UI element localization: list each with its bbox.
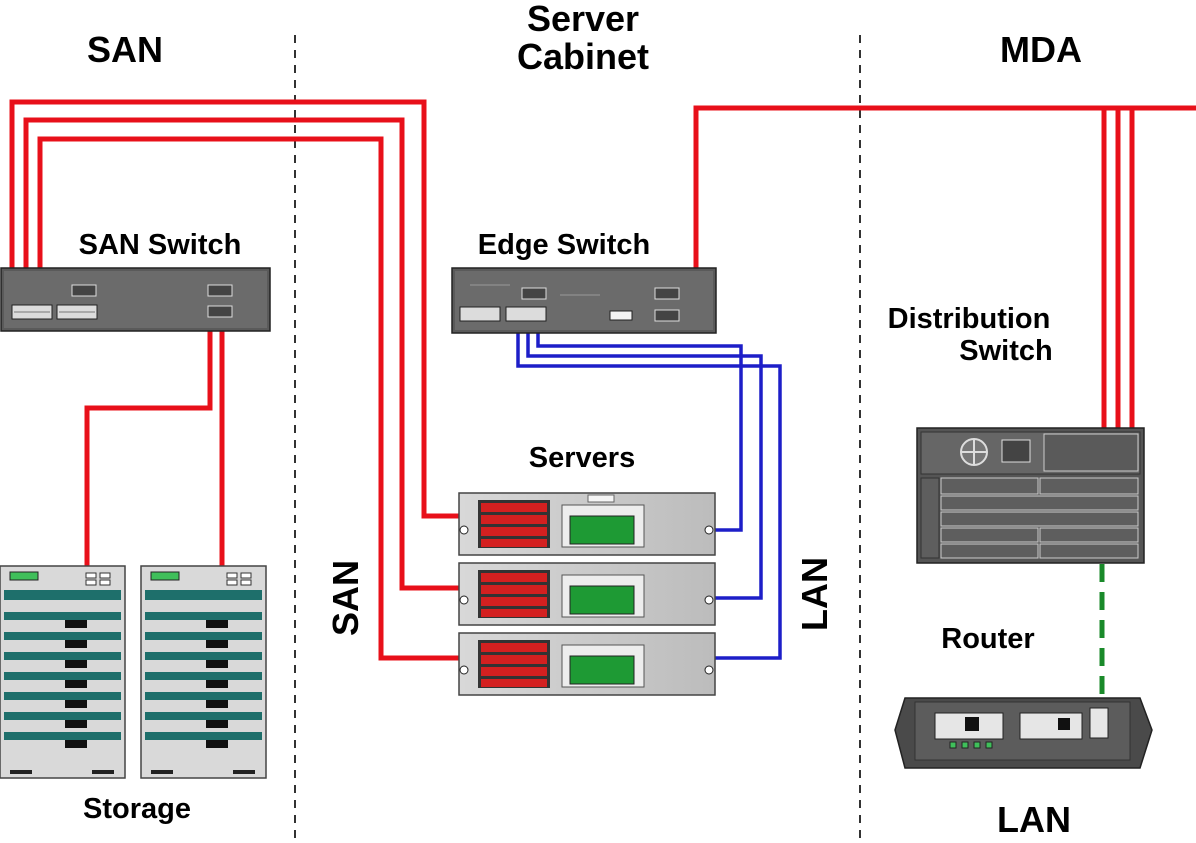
san-vertical-label: SAN xyxy=(325,560,366,636)
storage-array-2 xyxy=(140,565,267,779)
zone-title-san: SAN xyxy=(87,29,163,70)
san-link-server-2 xyxy=(23,117,462,591)
router xyxy=(894,697,1153,769)
lan-bottom-label: LAN xyxy=(997,799,1071,840)
san-switch-label: SAN Switch xyxy=(79,229,242,261)
lan-links xyxy=(516,310,782,660)
distribution-switch-label-line1: Distribution xyxy=(888,303,1051,335)
zone-title-server-cabinet-line1: Server xyxy=(527,0,639,39)
uplink-edge-to-mda xyxy=(693,105,1196,288)
lan-link-server-2 xyxy=(526,310,763,600)
router-label: Router xyxy=(941,623,1034,655)
zone-title-mda: MDA xyxy=(1000,29,1082,70)
lan-link-server-3 xyxy=(516,310,782,660)
server-2 xyxy=(458,562,716,626)
edge-switch-label: Edge Switch xyxy=(478,229,650,261)
edge-switch xyxy=(451,267,717,334)
servers-label: Servers xyxy=(529,442,635,474)
san-link-server-1 xyxy=(9,99,462,519)
storage-label: Storage xyxy=(83,793,191,825)
distribution-switch xyxy=(916,427,1145,564)
storage-array-1 xyxy=(0,565,126,779)
distribution-switch-label-line2: Switch xyxy=(959,335,1052,367)
server-3 xyxy=(458,632,716,696)
zone-title-server-cabinet-line2: Cabinet xyxy=(517,36,649,77)
lan-link-server-1 xyxy=(536,310,743,532)
san-link-storage-1 xyxy=(84,312,213,566)
lan-vertical-label: LAN xyxy=(794,557,835,631)
san-switch xyxy=(0,267,271,332)
san-link-server-3 xyxy=(37,136,462,661)
server-1 xyxy=(458,492,716,556)
san-links xyxy=(9,99,1196,661)
